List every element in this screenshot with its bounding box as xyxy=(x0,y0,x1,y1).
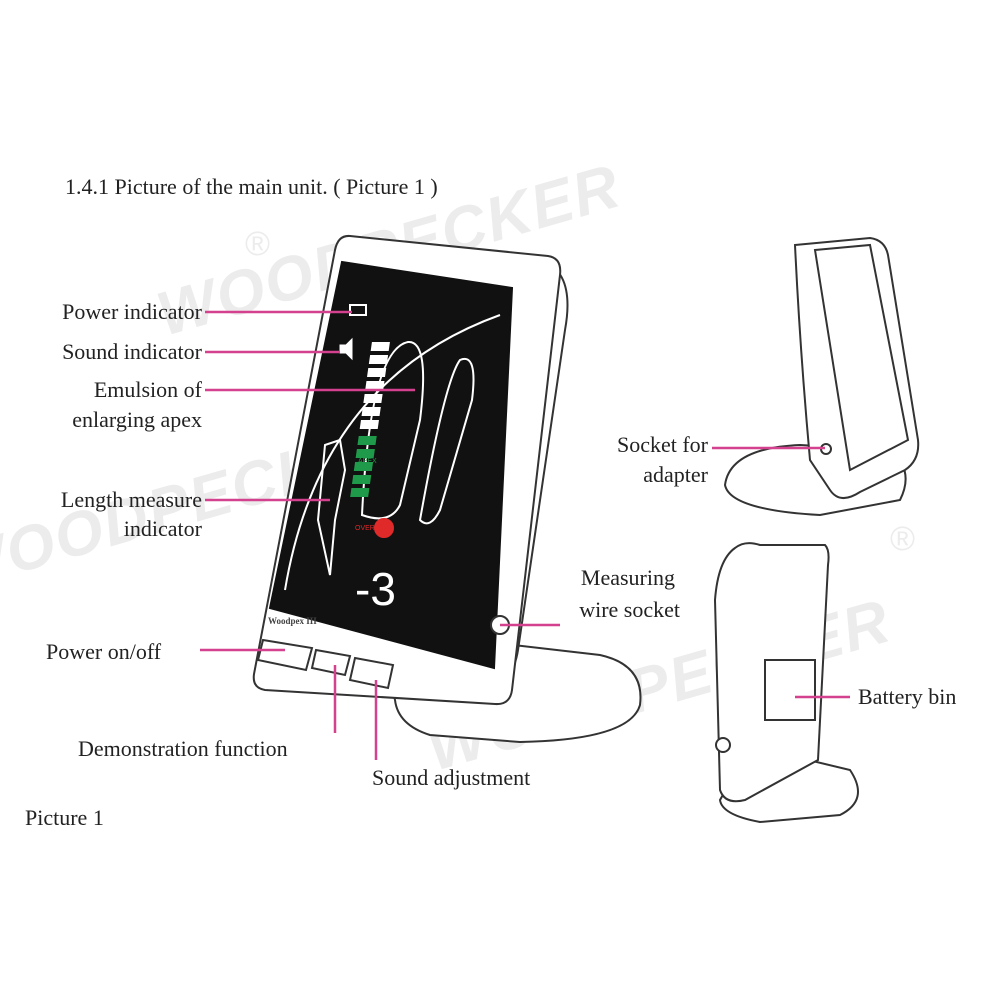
apex-track xyxy=(418,357,475,525)
side-view-screen xyxy=(813,243,910,472)
label-power-onoff: Power on/off xyxy=(46,639,162,664)
bar-green xyxy=(357,436,377,445)
label-socket-1: Socket for xyxy=(616,432,708,457)
power-button[interactable] xyxy=(256,638,314,672)
label-measuring-1: Measuring xyxy=(580,565,675,590)
section-title: 1.4.1 Picture of the main unit. ( Pictur… xyxy=(65,174,438,199)
label-socket-2: adapter xyxy=(643,462,708,487)
bar-green xyxy=(353,462,374,471)
bar-green xyxy=(350,488,370,497)
over-label: OVER xyxy=(355,525,375,532)
battery-icon xyxy=(349,304,367,316)
demonstration-button[interactable] xyxy=(310,648,352,677)
watermark-registered: ® xyxy=(890,520,918,558)
screen-arc xyxy=(284,314,501,591)
bar-white xyxy=(367,368,387,377)
length-reading: -3 xyxy=(355,563,396,615)
watermark-registered: ® xyxy=(245,225,273,263)
bar-white xyxy=(363,394,383,403)
label-sound-adjustment: Sound adjustment xyxy=(372,765,531,790)
label-battery-bin: Battery bin xyxy=(858,684,957,709)
label-emulsion-1: Emulsion of xyxy=(93,377,202,402)
level-bars xyxy=(350,342,390,497)
sound-button[interactable] xyxy=(348,656,395,690)
label-length-2: indicator xyxy=(123,516,202,541)
tooth-icon xyxy=(316,438,347,576)
battery-bin-cover xyxy=(764,659,816,721)
bar-white xyxy=(370,342,390,351)
over-indicator xyxy=(374,518,394,538)
bar-white xyxy=(361,407,381,416)
side-view-unit xyxy=(723,236,920,517)
bar-white xyxy=(368,355,389,364)
label-emulsion-2: enlarging apex xyxy=(72,407,202,432)
bar-green xyxy=(355,449,375,458)
label-sound-indicator: Sound indicator xyxy=(62,339,202,364)
label-measuring-2: wire socket xyxy=(579,597,680,622)
bar-white xyxy=(359,420,379,429)
rear-socket xyxy=(715,737,731,753)
apex-label: APEX xyxy=(358,458,377,465)
rear-view-unit xyxy=(713,542,859,824)
label-length-1: Length measure xyxy=(60,487,202,512)
model-name: Woodpex III xyxy=(268,616,317,626)
bar-white xyxy=(365,381,385,390)
label-demonstration: Demonstration function xyxy=(78,736,288,761)
label-power-indicator: Power indicator xyxy=(62,299,202,324)
leader-lines xyxy=(200,310,850,760)
picture-caption: Picture 1 xyxy=(25,805,104,830)
main-unit xyxy=(252,234,642,744)
bar-green xyxy=(351,475,372,484)
